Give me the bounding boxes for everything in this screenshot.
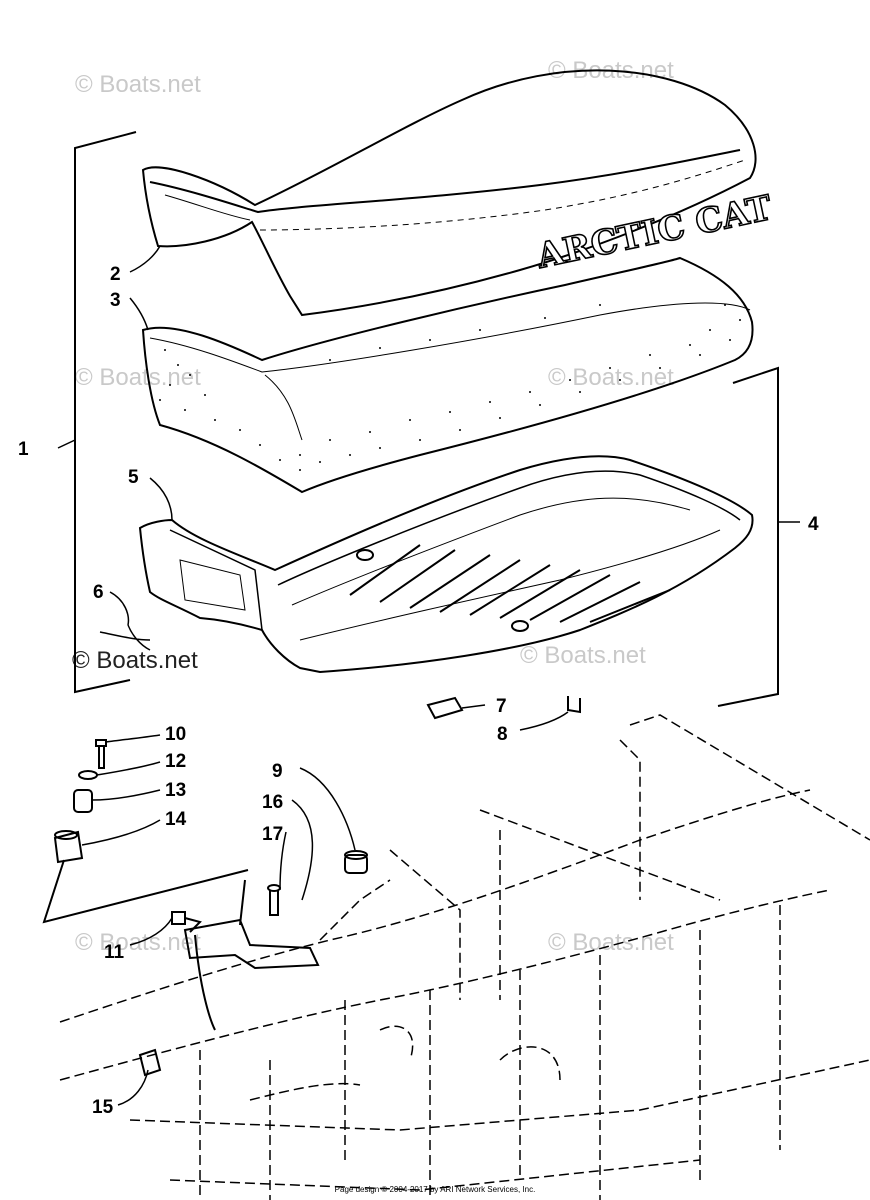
callout-15: 15 (92, 1097, 114, 1118)
bracket-4 (717, 366, 779, 707)
hardware-stack (53, 739, 107, 864)
callout-3: 3 (110, 290, 121, 311)
callout-5: 5 (128, 467, 139, 488)
watermark-4: © Boats.net (548, 364, 674, 391)
watermark-1: © Boats.net (75, 71, 201, 98)
callout-7: 7 (496, 696, 507, 717)
callouts: 1 2 3 4 5 6 7 8 9 10 11 12 13 14 15 16 1… (18, 264, 819, 1118)
watermark-bold: © Boats.net (72, 647, 198, 674)
callout-17: 17 (262, 824, 283, 845)
callout-14: 14 (165, 809, 187, 830)
callout-9: 9 (272, 761, 283, 782)
seat-base (138, 455, 754, 674)
bracket-1 (74, 131, 137, 694)
callout-8: 8 (497, 724, 508, 745)
hook-clip (567, 696, 581, 714)
clip-plate (426, 696, 464, 720)
callout-1: 1 (18, 439, 29, 460)
watermarks: © Boats.net © Boats.net © Boats.net © Bo… (72, 57, 674, 956)
callout-16: 16 (262, 792, 283, 813)
callout-4: 4 (808, 514, 819, 535)
footer-copyright: Page design © 2004-2017 by ARI Network S… (334, 1185, 536, 1194)
bracket-triangle (42, 859, 249, 924)
seat-cover: ARCTIC CAT (141, 69, 776, 317)
callout-12: 12 (165, 751, 186, 772)
grommet-15 (138, 1048, 162, 1077)
foam-texture (159, 304, 741, 471)
callout-10: 10 (165, 724, 186, 745)
callout-13: 13 (165, 780, 186, 801)
tether-strap (99, 624, 151, 651)
watermark-5: © Boats.net (520, 642, 646, 669)
latch-assembly (171, 879, 320, 1031)
callout-11: 11 (104, 942, 125, 963)
vehicle-frame (59, 714, 870, 1200)
seat-foam (141, 256, 754, 494)
callout-6: 6 (93, 582, 104, 603)
rubber-bumper (344, 850, 368, 874)
watermark-7: © Boats.net (548, 929, 674, 956)
watermark-3: © Boats.net (75, 364, 201, 391)
callout-2: 2 (110, 264, 121, 285)
